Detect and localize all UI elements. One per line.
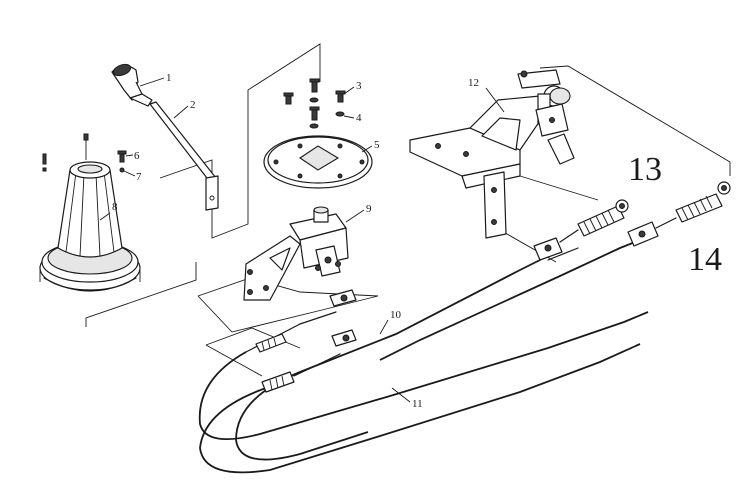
callout-5: 5 xyxy=(374,139,380,151)
assembly-guide-lines xyxy=(85,43,731,377)
cable-end-13 xyxy=(559,199,629,243)
mounting-plate xyxy=(263,135,373,189)
callout-9: 9 xyxy=(366,203,372,215)
screw-and-washer xyxy=(117,150,127,173)
callout-13: 13 xyxy=(628,151,662,188)
transmission-bracket xyxy=(409,69,575,239)
shift-lever xyxy=(149,101,219,211)
shifter-bracket xyxy=(243,206,349,301)
cable-end-14 xyxy=(655,181,731,229)
shift-cable-11 xyxy=(199,221,659,474)
callout-7: 7 xyxy=(136,171,142,183)
shift-boot xyxy=(39,133,141,292)
callout-3: 3 xyxy=(356,80,362,92)
callout-8: 8 xyxy=(112,201,118,213)
callout-14: 14 xyxy=(688,241,722,278)
bolts-set xyxy=(283,78,346,129)
callout-2: 2 xyxy=(190,99,196,111)
callout-11: 11 xyxy=(412,398,423,410)
callout-12: 12 xyxy=(468,77,479,89)
callout-6: 6 xyxy=(134,150,140,162)
callout-1: 1 xyxy=(166,72,172,84)
cable-end-fittings-left xyxy=(329,289,357,347)
callout-10: 10 xyxy=(390,309,402,321)
callout-4: 4 xyxy=(356,112,362,124)
shift-knob xyxy=(111,63,153,107)
